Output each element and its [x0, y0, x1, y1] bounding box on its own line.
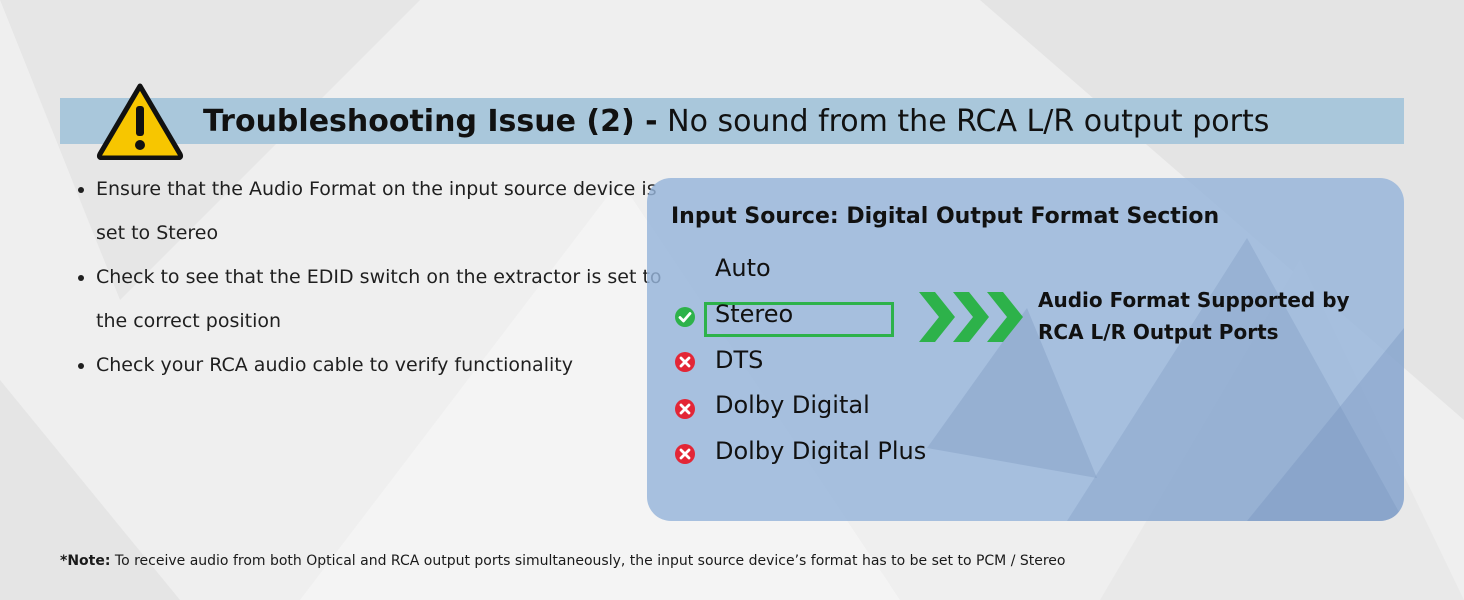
cross-icon — [675, 399, 695, 419]
note-text: To receive audio from both Optical and R… — [114, 553, 1066, 569]
footnote: *Note: To receive audio from both Optica… — [60, 553, 1065, 569]
stereo-highlight-box — [704, 302, 894, 337]
note-label: *Note: — [60, 553, 111, 569]
supported-format-caption: Audio Format Supported by RCA L/R Output… — [1038, 284, 1350, 348]
format-dts: DTS — [715, 346, 764, 374]
warning-triangle-icon — [96, 83, 184, 160]
format-panel: Input Source: Digital Output Format Sect… — [647, 178, 1404, 521]
cross-icon — [675, 352, 695, 372]
title-rest: No sound from the RCA L/R output ports — [667, 104, 1270, 139]
list-item: Check your RCA audio cable to verify fun… — [96, 343, 666, 387]
chevron-right-arrows-icon — [919, 292, 1023, 342]
title-bold: Troubleshooting Issue (2) - — [203, 104, 658, 139]
list-item: Ensure that the Audio Format on the inpu… — [96, 167, 666, 255]
supported-line-1: Audio Format Supported by — [1038, 288, 1350, 312]
format-dolby-digital: Dolby Digital — [715, 391, 870, 419]
panel-title: Input Source: Digital Output Format Sect… — [671, 204, 1220, 229]
format-auto: Auto — [715, 254, 771, 282]
cross-icon — [675, 444, 695, 464]
tips-list: Ensure that the Audio Format on the inpu… — [74, 167, 666, 387]
supported-line-2: RCA L/R Output Ports — [1038, 320, 1279, 344]
list-item: Check to see that the EDID switch on the… — [96, 255, 666, 343]
format-dolby-digital-plus: Dolby Digital Plus — [715, 437, 927, 465]
check-icon — [675, 307, 695, 327]
panel-pattern — [927, 238, 1404, 521]
title-bar — [60, 98, 1404, 144]
page-title: Troubleshooting Issue (2) - No sound fro… — [203, 100, 1269, 144]
format-stereo: Stereo — [715, 300, 794, 328]
